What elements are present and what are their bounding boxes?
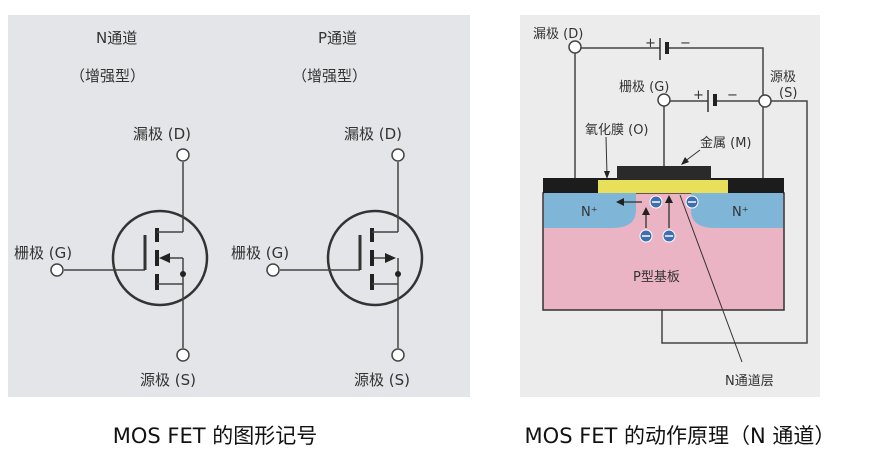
battery-minus: − xyxy=(727,88,738,103)
oxide-layer xyxy=(598,180,728,193)
gate-label: 栅极 (G) xyxy=(619,80,669,95)
left-caption: MOS FET 的图形记号 xyxy=(113,424,318,448)
source-label-2: (S) xyxy=(779,86,797,101)
circuit-wires xyxy=(568,38,808,344)
battery-plus: + xyxy=(693,88,704,103)
gate-terminal xyxy=(657,93,671,107)
p-drain-label: 漏极 (D) xyxy=(344,125,402,143)
metal-gate xyxy=(617,166,711,180)
substrate-label: P型基板 xyxy=(633,270,680,285)
n-plus-left-label: N⁺ xyxy=(581,205,598,220)
drain-label: 漏极 (D) xyxy=(533,26,583,42)
n-plus-source-region xyxy=(544,193,636,228)
n-plus-right-label: N⁺ xyxy=(732,205,749,220)
drain-terminal xyxy=(568,40,582,54)
metal-label: 金属 (M) xyxy=(700,135,752,151)
p-channel-subtitle: （增强型） xyxy=(292,67,367,85)
right-caption: MOS FET 的动作原理（N 通道） xyxy=(525,424,836,448)
semiconductor-structure xyxy=(542,136,785,363)
n-plus-drain-region xyxy=(691,193,783,228)
battery-plus: + xyxy=(645,36,656,51)
source-terminal xyxy=(758,94,772,108)
channel-label: N通道层 xyxy=(725,374,774,389)
p-source-label: 源极 (S) xyxy=(354,371,410,389)
n-gate-label: 栅极 (G) xyxy=(14,244,72,262)
n-channel-title: N通道 xyxy=(96,29,137,47)
p-channel-title: P通道 xyxy=(318,29,357,47)
n-channel-subtitle: （增强型） xyxy=(70,67,145,85)
source-label-1: 源极 xyxy=(770,70,796,85)
battery-minus: − xyxy=(680,36,691,51)
n-source-label: 源极 (S) xyxy=(140,371,196,389)
n-drain-label: 漏极 (D) xyxy=(133,125,191,143)
n-channel-mosfet-symbol xyxy=(50,148,209,362)
oxide-label: 氧化膜 (O) xyxy=(585,123,649,138)
left-panel-background xyxy=(8,15,470,397)
p-gate-label: 栅极 (G) xyxy=(231,244,289,262)
p-channel-mosfet-symbol xyxy=(266,148,424,362)
channel-pointer xyxy=(679,194,743,363)
